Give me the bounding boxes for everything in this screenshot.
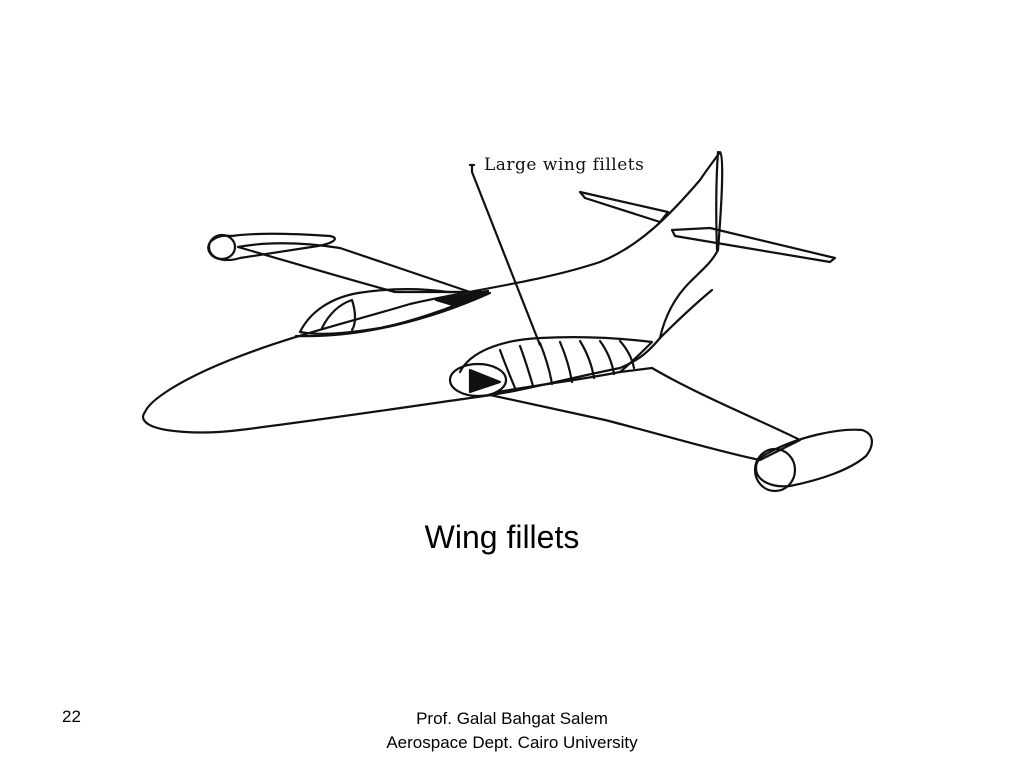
callout-leader — [470, 165, 540, 345]
aircraft-figure: Large wing fillets — [120, 130, 900, 510]
page-number: 22 — [62, 707, 81, 727]
intake-shock-cone — [470, 370, 500, 392]
near-wing — [490, 368, 800, 460]
aircraft-drawing: Large wing fillets — [120, 130, 900, 510]
tail-stabilizer-right — [672, 228, 835, 262]
far-tip-tank-nose — [209, 235, 235, 259]
near-tip-tank — [756, 430, 872, 487]
tail-stabilizer-left — [580, 192, 668, 222]
footer-author: Prof. Galal Bahgat Salem — [312, 707, 712, 731]
callout-label: Large wing fillets — [484, 155, 644, 175]
far-wing — [238, 243, 470, 292]
figure-caption: Wing fillets — [0, 519, 1004, 556]
footer: Prof. Galal Bahgat Salem Aerospace Dept.… — [312, 707, 712, 755]
footer-affiliation: Aerospace Dept. Cairo University — [312, 731, 712, 755]
vertical-fin — [716, 152, 718, 250]
